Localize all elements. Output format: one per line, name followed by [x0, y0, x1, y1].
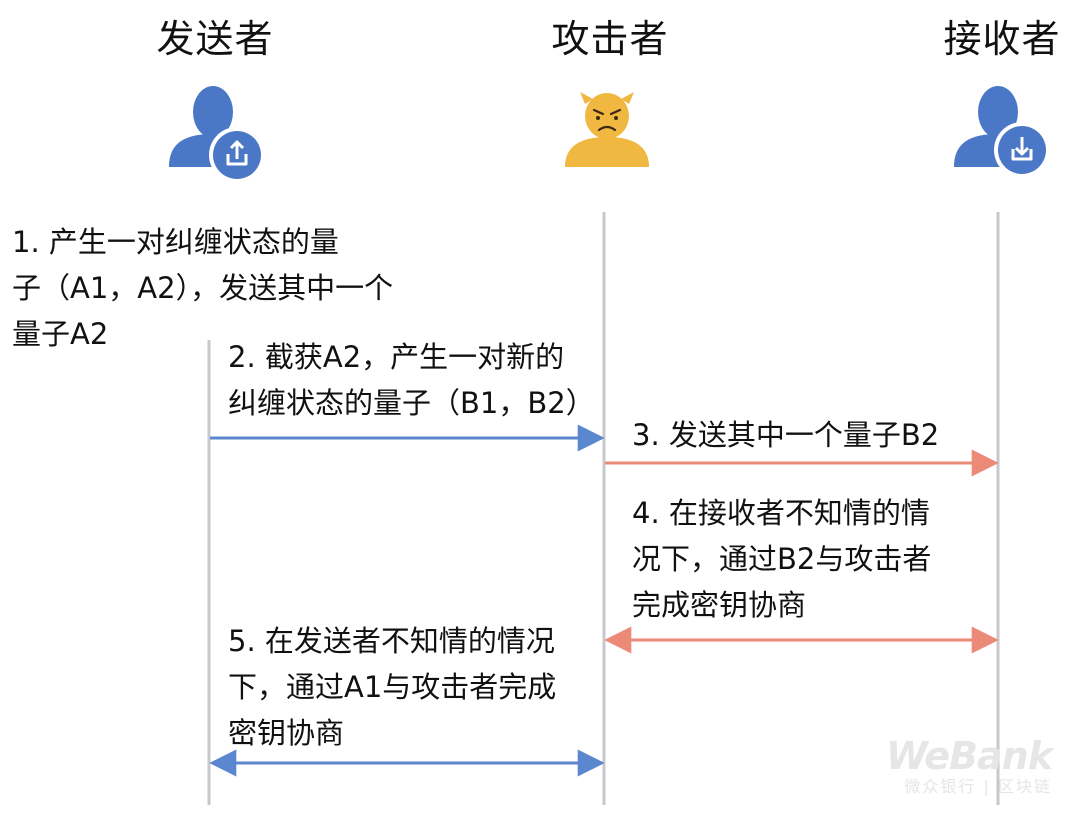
webank-watermark: WeBank 微众银行 | 区块链 [885, 734, 1053, 797]
step2-line: 2. 截获A2，产生一对新的 [228, 340, 565, 374]
step2-line: 纠缠状态的量子（B1，B2） [228, 386, 595, 420]
step1-text: 1. 产生一对纠缠状态的量 子（A1，A2），发送其中一个 量子A2 [12, 219, 393, 357]
step3-line: 3. 发送其中一个量子B2 [632, 418, 940, 452]
user-upload-icon [169, 86, 265, 183]
step4-line: 况下，通过B2与攻击者 [632, 542, 932, 576]
sender-title: 发送者 [156, 17, 274, 61]
step5-text: 5. 在发送者不知情的情况 下，通过A1与攻击者完成 密钥协商 [228, 618, 556, 756]
step5-line: 密钥协商 [228, 716, 345, 750]
step1-line: 子（A1，A2），发送其中一个 [12, 271, 394, 305]
step4-text: 4. 在接收者不知情的情 况下，通过B2与攻击者 完成密钥协商 [632, 490, 931, 628]
step5-line: 下，通过A1与攻击者完成 [228, 670, 557, 704]
step4-line: 4. 在接收者不知情的情 [632, 496, 930, 530]
step4-line: 完成密钥协商 [632, 588, 807, 622]
step2-text: 2. 截获A2，产生一对新的 纠缠状态的量子（B1，B2） [228, 334, 595, 426]
user-download-icon [954, 86, 1050, 178]
angry-devil-icon [565, 92, 649, 167]
step1-line: 1. 产生一对纠缠状态的量 [12, 225, 339, 259]
receiver-title: 接收者 [943, 17, 1061, 61]
step1-line: 量子A2 [12, 317, 109, 351]
attacker-title: 攻击者 [551, 17, 669, 61]
watermark-subtitle: 微众银行 | 区块链 [904, 777, 1052, 796]
watermark-logo: WeBank [885, 734, 1053, 778]
step5-line: 5. 在发送者不知情的情况 [228, 624, 555, 658]
step3-text: 3. 发送其中一个量子B2 [632, 412, 939, 458]
